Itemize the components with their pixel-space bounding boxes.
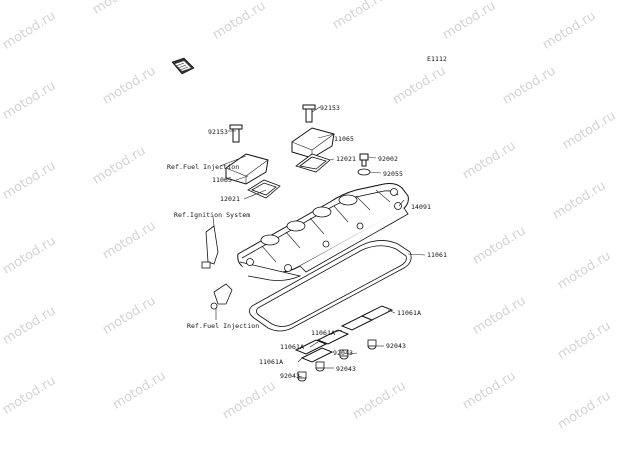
callout-92043-3: 92043 bbox=[336, 365, 357, 373]
callout-11061a-4: 11061A bbox=[259, 358, 284, 366]
diagram-code: E1112 bbox=[427, 55, 448, 63]
callout-11061: 11061 bbox=[427, 251, 448, 259]
callout-92002: 92002 bbox=[378, 155, 399, 163]
leader-lines bbox=[212, 106, 426, 378]
cap-bolt-and-washer bbox=[357, 153, 371, 176]
callout-92153-left: 92153 bbox=[208, 128, 229, 136]
ref-fuel-injection-bottom: Ref.Fuel Injection bbox=[187, 322, 260, 330]
ignition-bracket bbox=[201, 225, 219, 269]
callout-11061a-1: 11061A bbox=[397, 309, 422, 317]
callout-92153-top: 92153 bbox=[320, 104, 341, 112]
cylinder-head-cover bbox=[237, 183, 409, 281]
callout-92055: 92055 bbox=[383, 170, 404, 178]
callout-92043-4: 92043 bbox=[280, 372, 301, 380]
cover-gasket bbox=[249, 240, 412, 332]
callout-11065-top: 11065 bbox=[334, 135, 355, 143]
breather-assy-right bbox=[291, 104, 335, 173]
callout-11061a-2: 11061A bbox=[311, 329, 336, 337]
callout-92043-1: 92043 bbox=[386, 342, 407, 350]
book-icon bbox=[171, 57, 195, 75]
plug-seal-set bbox=[294, 305, 394, 382]
callout-12021-right: 12021 bbox=[336, 155, 357, 163]
breather-assy-left bbox=[225, 124, 281, 199]
callout-12021-left: 12021 bbox=[220, 195, 241, 203]
callout-11065-left: 11065 bbox=[212, 176, 233, 184]
fuel-injection-bracket bbox=[210, 283, 233, 310]
callout-11061a-3: 11061A bbox=[280, 343, 305, 351]
ref-ignition-system: Ref.Ignition System bbox=[174, 211, 251, 219]
callout-14091: 14091 bbox=[411, 203, 432, 211]
callout-92043-2: 92043 bbox=[333, 349, 354, 357]
ref-fuel-injection-top: Ref.Fuel Injection bbox=[167, 163, 240, 171]
